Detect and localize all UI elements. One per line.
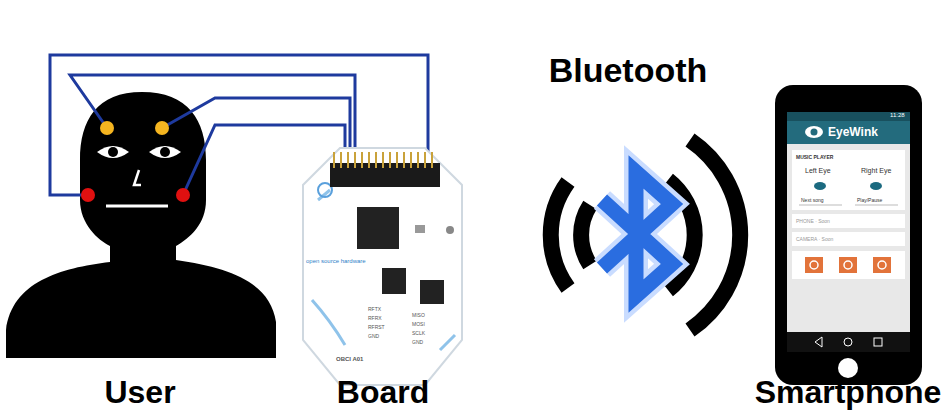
board-model: OBCI A01 — [336, 356, 363, 363]
mouth — [106, 205, 168, 208]
section-heading: MUSIC PLAYER — [796, 154, 833, 160]
eyes — [97, 146, 181, 158]
pin-name: SCLK — [412, 330, 425, 336]
ui-label: Right Eye — [861, 167, 891, 175]
board-illustration — [303, 148, 462, 385]
bluetooth-waves — [551, 140, 740, 330]
disabled-option: PHONE · Soon — [796, 218, 830, 224]
phone-illustration — [775, 85, 922, 385]
dropdown-value: Play/Pause — [857, 197, 882, 203]
ui-label: Left Eye — [805, 167, 831, 175]
pin-name: GND — [412, 339, 423, 345]
protocol-label: Bluetooth — [538, 50, 718, 91]
diagram-node: User — [0, 40, 280, 419]
node-caption: Smartphone — [751, 373, 946, 411]
electrode-wire — [280, 55, 428, 140]
pin-name: RFTX — [368, 306, 381, 312]
disabled-option: CAMERA · Soon — [796, 236, 833, 242]
nose — [134, 170, 141, 185]
pin-name: MOSI — [412, 321, 425, 327]
pin-name: MISO — [412, 312, 425, 318]
node-caption: User — [0, 373, 280, 411]
user-silhouette — [6, 92, 276, 358]
bluetooth-symbol — [602, 172, 672, 296]
dropdown-value: Next song — [801, 197, 824, 203]
pin-name: RFRST — [368, 324, 385, 330]
electrodes — [81, 121, 190, 202]
status-time: 11:28 — [890, 112, 905, 119]
diagram-node: Board — [298, 140, 468, 419]
pin-name: GND — [368, 333, 379, 339]
silkscreen-text: open source hardware — [306, 258, 366, 265]
pin-name: RFRX — [368, 315, 382, 321]
app-title: EyeWink — [828, 125, 878, 139]
node-caption: Board — [298, 373, 468, 411]
